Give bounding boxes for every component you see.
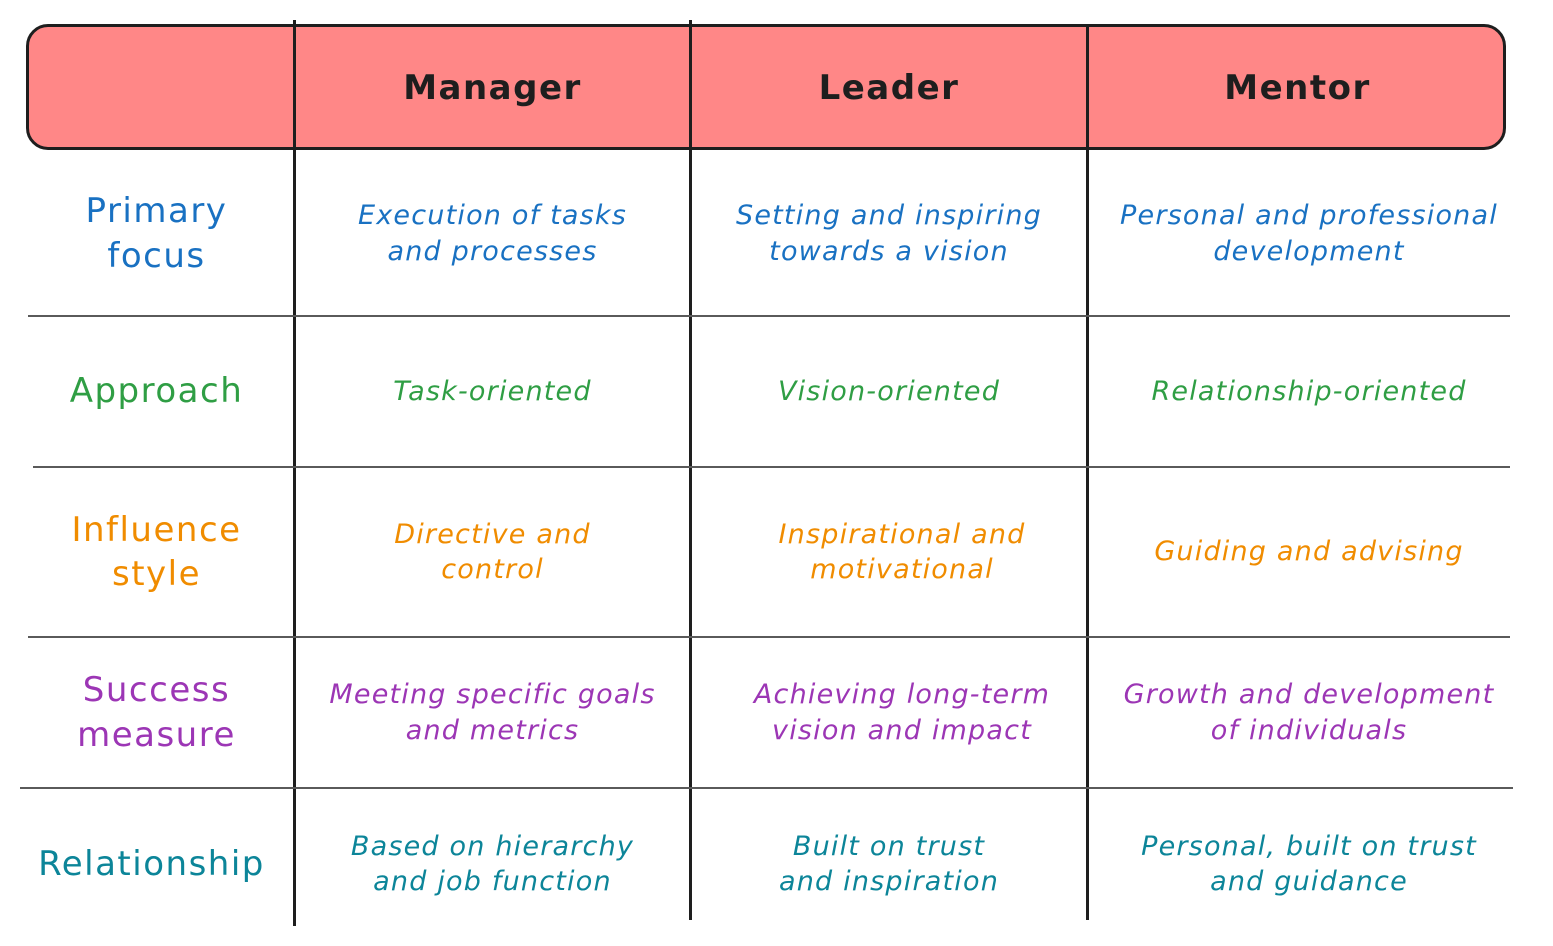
row-label-influence-style: Influence style: [71, 509, 242, 594]
cell-manager-approach: Task-oriented: [393, 375, 592, 407]
cell-mentor-primary-focus: Personal and professional development: [1120, 200, 1498, 267]
cell-mentor-success-measure: Growth and development of individuals: [1123, 679, 1495, 746]
cell-mentor-relationship: Personal, built on trust and guidance: [1141, 830, 1477, 897]
row-label-approach: Approach: [69, 371, 244, 412]
row-divider: [33, 466, 1510, 468]
cell-leader-primary-focus: Setting and inspiring towards a vision: [735, 200, 1042, 267]
cell-mentor-influence-style: Guiding and advising: [1154, 536, 1464, 568]
cell-manager-relationship: Based on hierarchy and job function: [350, 830, 635, 897]
column-header-leader: Leader: [818, 67, 960, 108]
cell-mentor-approach: Relationship-oriented: [1151, 375, 1467, 407]
cell-manager-influence-style: Directive and control: [394, 518, 591, 585]
row-divider: [28, 636, 1510, 638]
column-header-mentor: Mentor: [1224, 67, 1371, 108]
row-label-relationship: Relationship: [38, 843, 265, 884]
header-band: [26, 24, 1506, 150]
column-divider: [689, 20, 692, 920]
cell-manager-primary-focus: Execution of tasks and processes: [357, 200, 628, 267]
cell-leader-approach: Vision-oriented: [777, 375, 1001, 407]
column-header-manager: Manager: [403, 67, 582, 108]
cell-manager-success-measure: Meeting specific goals and metrics: [329, 679, 656, 746]
column-divider: [1086, 24, 1089, 920]
column-divider: [293, 20, 296, 926]
row-divider: [28, 315, 1510, 317]
cell-leader-success-measure: Achieving long-term vision and impact: [753, 679, 1051, 746]
row-label-primary-focus: Primary focus: [85, 191, 228, 276]
row-label-success-measure: Success measure: [77, 670, 236, 755]
row-divider: [20, 787, 1513, 789]
cell-leader-influence-style: Inspirational and motivational: [778, 518, 1026, 585]
cell-leader-relationship: Built on trust and inspiration: [778, 830, 1000, 897]
